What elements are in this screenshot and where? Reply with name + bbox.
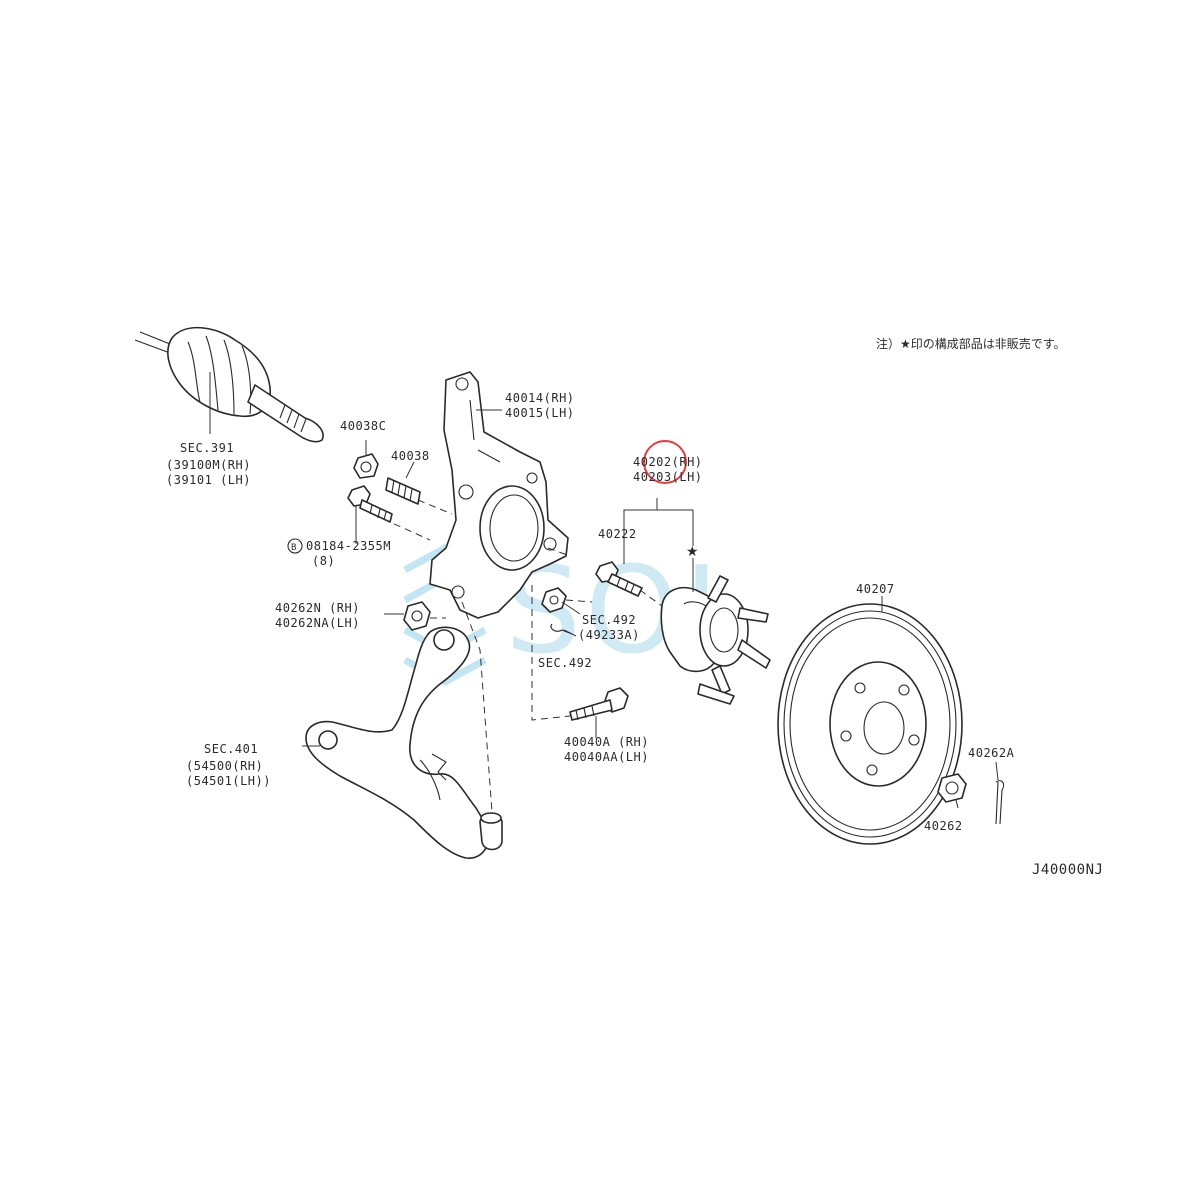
bolt-40222 [595,561,643,597]
label-40203-lh: 40203(LH) [633,470,703,484]
label-40262: 40262 [924,819,963,833]
label-40015: 40015(LH) [505,406,575,420]
bolt-40040a [569,687,629,721]
label-sec492-b: SEC.492 [538,656,592,670]
label-49233a: (49233A) [578,628,640,642]
leader-lines [209,372,999,809]
hub-nut-40262 [937,773,967,803]
label-54500: (54500(RH) [186,759,263,773]
star-icon: ★ [686,544,699,560]
label-08184-2355m: 08184-2355M [306,539,391,553]
cotter-pin-40262a [995,780,1005,825]
label-bolt-qty: (8) [312,554,335,568]
label-54501: (54501(LH)) [186,774,271,788]
label-sec391: SEC.391 [180,441,234,455]
stud-40038 [385,477,421,505]
bolt-08184-2355m [347,485,393,523]
label-40014: 40014(RH) [505,391,575,405]
label-40207: 40207 [856,582,895,596]
label-40222: 40222 [598,527,637,541]
label-40040aa: 40040AA(LH) [564,750,649,764]
circled-b-letter: B [291,543,297,553]
label-40262a: 40262A [968,746,1015,760]
lower-control-arm [305,626,503,859]
label-40040a: 40040A (RH) [564,735,649,749]
label-sec401: SEC.401 [204,742,258,756]
label-40038: 40038 [391,449,430,463]
label-40038c: 40038C [340,419,386,433]
assembly-dash-lines [371,499,663,813]
label-sec492-a: SEC.492 [582,613,636,627]
label-40262n: 40262N (RH) [275,601,360,615]
hub-assembly [660,575,771,705]
label-40202-rh: 40202(RH) [633,455,703,469]
steering-knuckle [429,371,569,619]
highlight-circle [643,440,687,484]
brake-rotor [777,603,963,845]
drive-shaft [134,326,324,443]
drawing-code: J40000NJ [1032,862,1103,878]
label-39101: (39101 (LH) [166,473,251,487]
labels: 注）★印の構成部品は非販売です。 SEC.391 (39100M(RH) (39… [166,336,1103,878]
cotter-pin-sec492 [550,623,573,635]
nut-40038c [353,453,379,479]
nut-40262n [403,601,431,631]
label-40262na: 40262NA(LH) [275,616,360,630]
circled-b-icon [287,538,303,554]
nut-49233a [541,587,567,613]
note-not-sold: 注）★印の構成部品は非販売です。 [876,336,1066,351]
label-39100m: (39100M(RH) [166,458,251,472]
